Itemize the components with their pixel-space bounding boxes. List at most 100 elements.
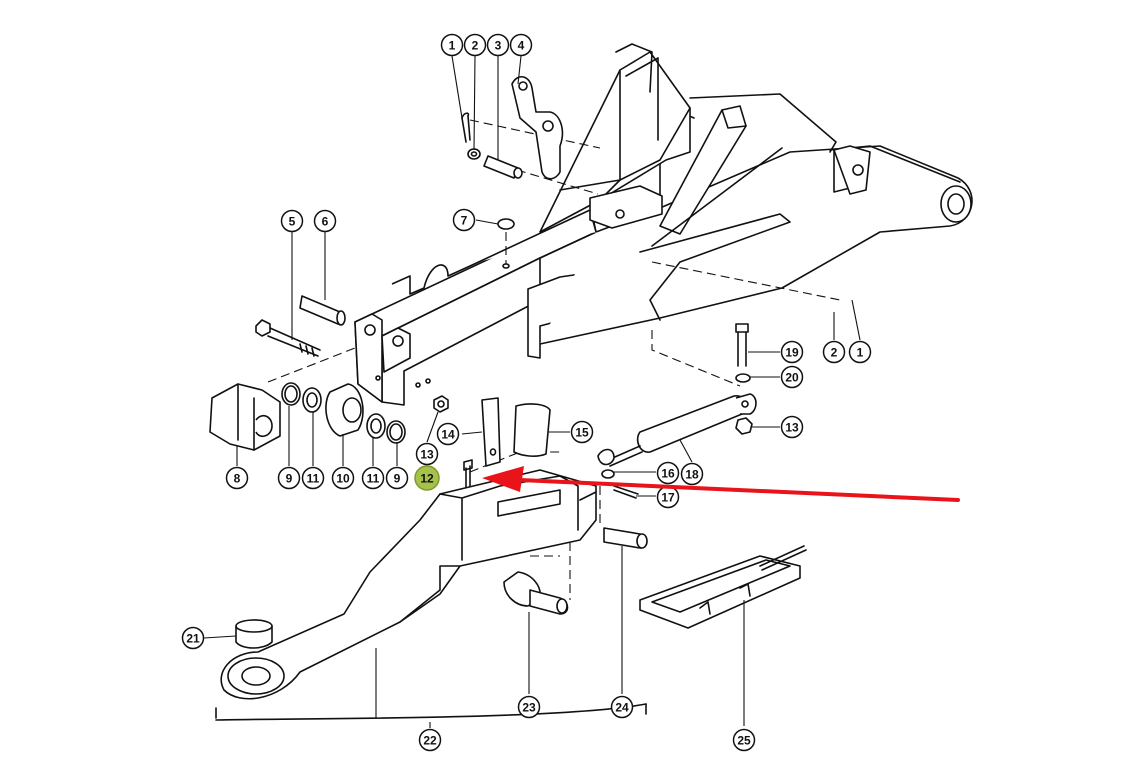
main-frame: [354, 43, 973, 406]
callout-number: 7: [461, 214, 468, 228]
callout-number: 22: [423, 734, 437, 748]
callout-circle: [680, 462, 704, 486]
callout-number: 18: [685, 468, 699, 482]
callout-circle: [436, 422, 460, 446]
callout-circle: [361, 466, 385, 490]
callout-circle: [280, 209, 304, 233]
callout-number: 25: [737, 734, 751, 748]
left-bushing-parts: [209, 295, 406, 451]
callout-circle: [486, 33, 510, 57]
callout-8: 8: [225, 466, 249, 490]
callout-number: 4: [518, 39, 525, 53]
callout-15: 15: [570, 420, 594, 444]
callout-2: 2: [822, 340, 846, 364]
callout-6: 6: [313, 209, 337, 233]
callout-circle: [822, 340, 846, 364]
callout-17: 17: [656, 485, 680, 509]
callout-25: 25: [732, 728, 756, 752]
callout-number: 6: [322, 215, 329, 229]
callout-circle: [313, 209, 337, 233]
callout-4: 4: [509, 33, 533, 57]
callout-number: 1: [857, 346, 864, 360]
pointer-arrow: [482, 466, 960, 502]
callout-number: 14: [441, 428, 455, 442]
callout-number: 23: [522, 701, 536, 715]
callout-circle: [415, 442, 439, 466]
callout-23: 23: [517, 695, 541, 719]
callout-19: 19: [780, 340, 804, 364]
callout-number: 15: [575, 426, 589, 440]
callout-12: 12: [414, 465, 440, 491]
callout-number: 12: [420, 472, 434, 486]
callout-circle: [277, 466, 301, 490]
callout-circle: [385, 466, 409, 490]
callout-13: 13: [780, 415, 804, 439]
callout-circle: [610, 695, 634, 719]
callout-circle: [780, 365, 804, 389]
callout-number: 5: [289, 215, 296, 229]
callout-number: 1: [449, 39, 456, 53]
callout-circle: [656, 461, 680, 485]
callout-number: 9: [394, 472, 401, 486]
callout-1: 1: [848, 340, 872, 364]
callout-7: 7: [452, 208, 476, 232]
callout-5: 5: [280, 209, 304, 233]
callout-circle: [225, 466, 249, 490]
callout-number: 13: [785, 421, 799, 435]
callout-circle: [780, 340, 804, 364]
callout-circle: [509, 33, 533, 57]
callout-number: 16: [661, 467, 675, 481]
callout-number: 24: [615, 701, 629, 715]
callout-circle: [301, 466, 325, 490]
callout-9: 9: [277, 466, 301, 490]
center-parts: [433, 395, 551, 489]
lower-arm: [215, 469, 647, 721]
callout-number: 11: [307, 472, 320, 486]
callout-1: 1: [440, 33, 464, 57]
callout-circle: [570, 420, 594, 444]
callout-circle: [848, 340, 872, 364]
callout-14: 14: [436, 422, 460, 446]
callout-number: 13: [420, 448, 434, 462]
callout-22: 22: [418, 728, 442, 752]
callout-16: 16: [656, 461, 680, 485]
callout-circle: [517, 695, 541, 719]
callout-21: 21: [181, 626, 205, 650]
callout-circle: [414, 465, 440, 491]
callout-number: 9: [286, 472, 293, 486]
callout-24: 24: [610, 695, 634, 719]
callout-circle: [780, 415, 804, 439]
callout-20: 20: [780, 365, 804, 389]
callout-2: 2: [463, 33, 487, 57]
callout-10: 10: [331, 466, 355, 490]
callout-circle: [181, 626, 205, 650]
callout-number: 10: [336, 472, 350, 486]
callout-number: 2: [831, 346, 838, 360]
callout-number: 19: [785, 346, 799, 360]
top-pin-parts: [461, 76, 564, 269]
callout-circle: [732, 728, 756, 752]
callout-11: 11: [301, 466, 325, 490]
callout-13: 13: [415, 442, 439, 466]
callout-number: 8: [234, 472, 241, 486]
callout-circle: [452, 208, 476, 232]
callout-number: 17: [661, 491, 675, 505]
callout-9: 9: [385, 466, 409, 490]
callout-circle: [331, 466, 355, 490]
callout-number: 21: [186, 632, 200, 646]
callout-number: 20: [785, 371, 799, 385]
callout-number: 2: [472, 39, 479, 53]
cylinder-parts: [597, 323, 757, 499]
leader-lines: [203, 55, 861, 728]
callout-3: 3: [486, 33, 510, 57]
callout-11: 11: [361, 466, 385, 490]
callout-number: 11: [367, 472, 380, 486]
callout-number: 3: [495, 39, 502, 53]
lower-pins-and-bracket: [503, 527, 807, 629]
callout-circle: [463, 33, 487, 57]
callout-circle: [418, 728, 442, 752]
callout-18: 18: [680, 462, 704, 486]
callout-circle: [440, 33, 464, 57]
